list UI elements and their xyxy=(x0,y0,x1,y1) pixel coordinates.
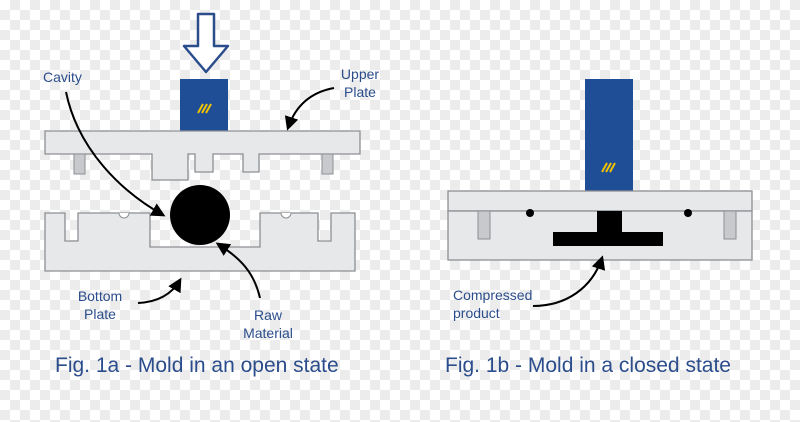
press-arrow-icon xyxy=(182,12,230,74)
upper-plate-arrow xyxy=(284,87,335,131)
upper-plate-label-line2: Plate xyxy=(344,84,376,100)
guide-pin-left-closed xyxy=(477,210,491,240)
locating-dot-left xyxy=(526,209,534,217)
cavity-arrow xyxy=(65,91,166,217)
ram-stripe-icon-closed xyxy=(601,162,616,173)
raw-material-label-line1: Raw xyxy=(253,307,282,323)
ram-block-closed xyxy=(585,79,633,191)
upper-plate xyxy=(44,130,361,181)
fig1a-caption: Fig. 1a - Mold in an open state xyxy=(55,354,339,377)
raw-material-arrow xyxy=(215,242,261,299)
upper-plate-closed xyxy=(447,190,753,212)
fig1b-caption: Fig. 1b - Mold in a closed state xyxy=(445,354,731,377)
bottom-plate-label-line2: Plate xyxy=(84,306,116,322)
cavity-label: Cavity xyxy=(43,69,82,85)
compressed-product xyxy=(553,211,663,246)
raw-material-ball xyxy=(170,185,230,245)
raw-material-label-line2: Material xyxy=(243,325,293,341)
bottom-plate xyxy=(44,212,356,272)
bottom-plate-label: Bottom Plate xyxy=(60,287,140,323)
fig1a-diagram xyxy=(44,12,361,304)
bottom-notch-left xyxy=(118,212,130,219)
ram-block xyxy=(180,79,228,131)
locating-dot-right xyxy=(684,209,692,217)
bottom-notch-right xyxy=(280,212,292,219)
bottom-plate-arrow xyxy=(137,277,182,304)
upper-guide-pin-left xyxy=(73,153,86,175)
raw-material-label: Raw Material xyxy=(228,306,308,342)
bottom-plate-label-line1: Bottom xyxy=(77,288,123,304)
compressed-product-label: Compressed product xyxy=(453,286,532,322)
upper-guide-pin-right xyxy=(321,153,334,175)
fig1b-diagram xyxy=(447,79,753,307)
compressed-product-arrow xyxy=(532,255,606,307)
guide-pin-right-closed xyxy=(723,210,737,240)
ram-stripe-icon xyxy=(197,103,212,114)
upper-plate-label-line1: Upper xyxy=(340,66,380,82)
upper-plate-label: Upper Plate xyxy=(330,65,390,101)
compressed-product-label-line1: Compressed xyxy=(453,287,533,303)
compressed-product-label-line2: product xyxy=(453,305,500,321)
